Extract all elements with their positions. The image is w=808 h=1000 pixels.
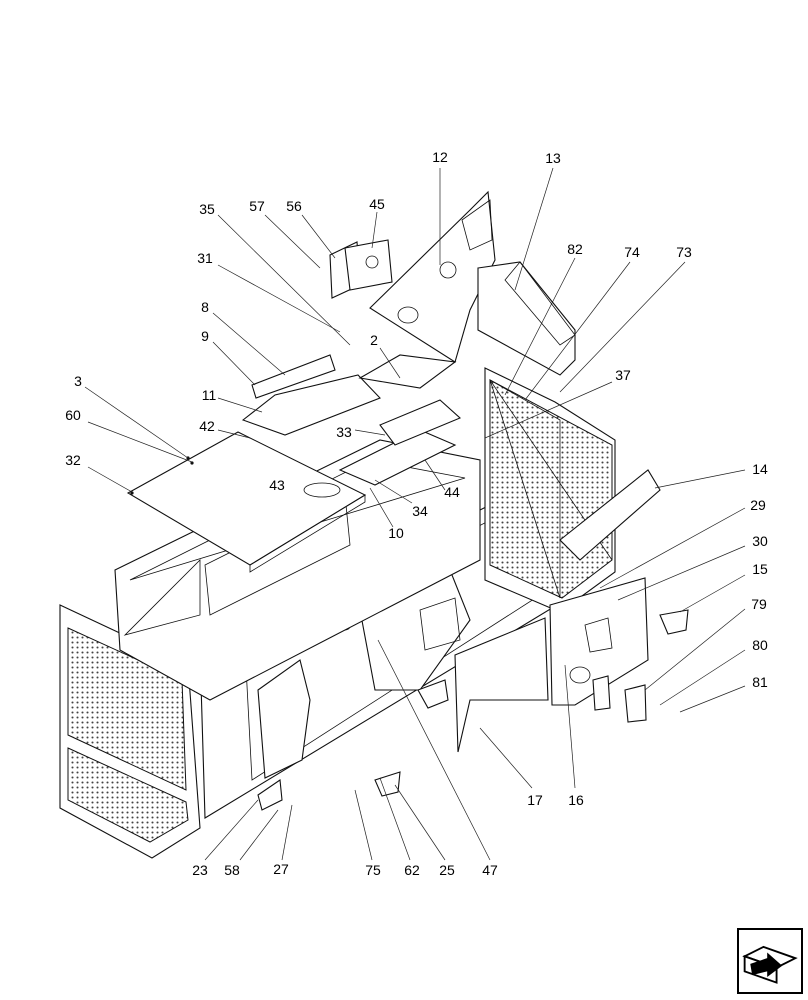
callout-label: 14: [752, 461, 768, 477]
callout-label: 11: [202, 387, 217, 403]
callout-label: 9: [201, 328, 209, 344]
callout-label: 56: [286, 198, 302, 214]
top-cover-plate: [126, 431, 367, 573]
callout-label: 12: [432, 149, 448, 165]
callout-label: 23: [192, 862, 208, 878]
callout-label: 31: [197, 250, 213, 266]
callout-label: 80: [752, 637, 768, 653]
side-cover-panel-17: [454, 617, 549, 753]
curved-duct: [477, 261, 576, 376]
mid-cover-plates: [241, 354, 462, 486]
callout-label: 34: [412, 503, 428, 519]
callout-label: 8: [201, 299, 209, 315]
callout-label: 32: [65, 452, 81, 468]
callout-label: 35: [199, 201, 215, 217]
top-angled-panel: [369, 190, 496, 363]
callout-label: 73: [676, 244, 692, 260]
callout-label: 44: [444, 484, 460, 500]
callout-label: 47: [482, 862, 498, 878]
callout-label: 81: [752, 674, 768, 690]
callout-label: 42: [199, 418, 215, 434]
callout-label: 17: [527, 792, 543, 808]
callout-label: 27: [273, 861, 289, 877]
leader-lines: [84, 167, 746, 861]
callout-label: 60: [65, 407, 81, 423]
callout-label: 13: [545, 150, 561, 166]
callout-label: 74: [624, 244, 640, 260]
callout-label: 79: [751, 596, 767, 612]
callout-label: 3: [74, 373, 82, 389]
callout-label: 75: [365, 862, 381, 878]
callout-label: 45: [369, 196, 385, 212]
callout-label: 57: [249, 198, 265, 214]
right-mesh-enclosure: [484, 367, 616, 613]
side-cover-panel-16: [549, 577, 649, 706]
side-flap-panel: [559, 469, 661, 561]
callout-label: 16: [568, 792, 584, 808]
mounting-brackets: [257, 239, 689, 811]
callout-label: 58: [224, 862, 240, 878]
next-page-button[interactable]: [737, 928, 803, 994]
callout-label: 25: [439, 862, 455, 878]
callout-label: 37: [615, 367, 631, 383]
callout-labels: 12 13 35 57 56 45 82 74 73 31 8 2 9 37 3…: [65, 149, 768, 878]
callout-label: 10: [388, 525, 404, 541]
callout-label: 29: [750, 497, 766, 513]
callout-label: 2: [370, 332, 378, 348]
callout-label: 30: [752, 533, 768, 549]
callout-label: 15: [752, 561, 768, 577]
callout-label: 33: [336, 424, 352, 440]
callout-label: 43: [269, 477, 285, 493]
callout-label: 82: [567, 241, 583, 257]
next-page-arrow-icon: [742, 945, 798, 984]
callout-label: 62: [404, 862, 420, 878]
